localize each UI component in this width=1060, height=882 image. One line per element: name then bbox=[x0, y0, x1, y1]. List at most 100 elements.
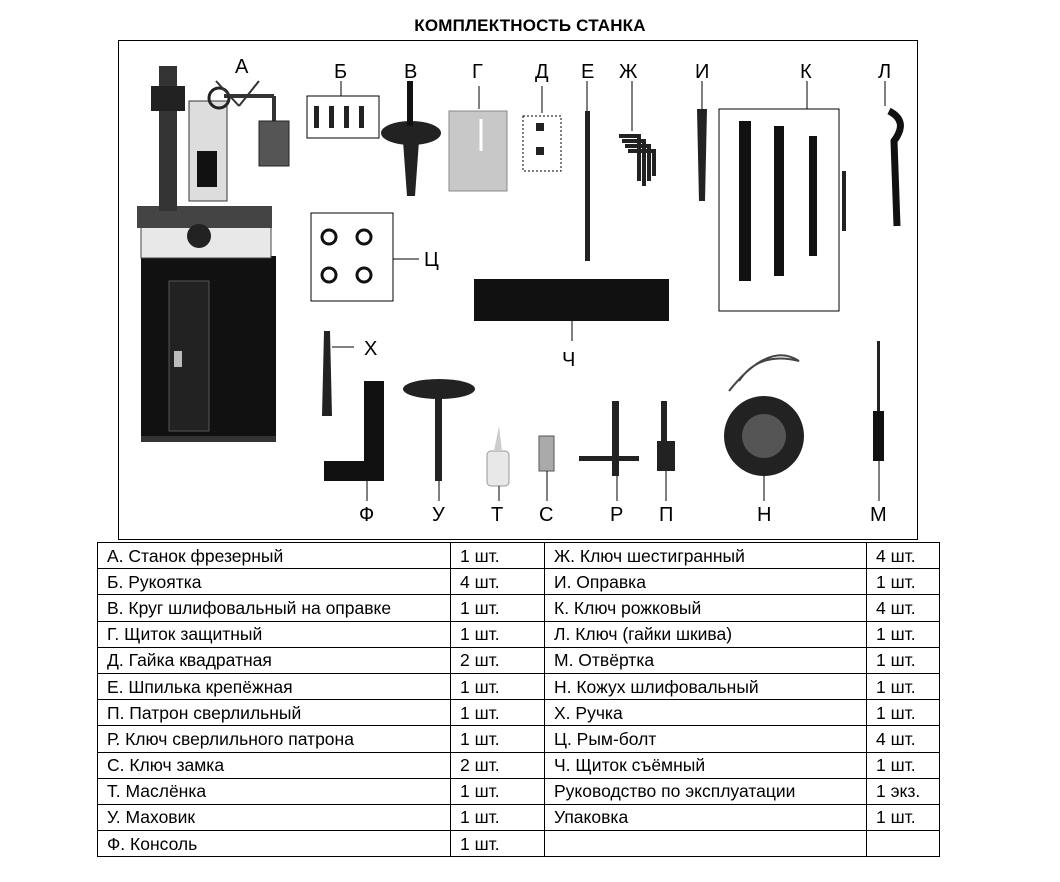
left-item-qty: 1 шт. bbox=[450, 594, 545, 622]
milling-machine-drawing bbox=[137, 66, 290, 442]
figure-label-ts: Ц bbox=[424, 249, 439, 271]
right-item-qty: 4 шт. bbox=[866, 725, 940, 753]
grinding-housing-drawing bbox=[724, 354, 804, 501]
handles-drawing bbox=[306, 81, 380, 139]
left-item-qty: 1 шт. bbox=[450, 672, 545, 701]
right-item-qty bbox=[866, 830, 940, 858]
figure-label-t: Т bbox=[491, 504, 503, 526]
parts-drawing: А Б В Г Д Е Ж И К Л Ц Х Ч Ф У Т С Р П Н … bbox=[137, 56, 904, 526]
left-item-name: В. Круг шлифовальный на оправке bbox=[97, 594, 451, 622]
left-item-qty: 1 шт. bbox=[450, 541, 545, 570]
right-item-qty: 1 шт. bbox=[866, 699, 940, 727]
left-item-name: Д. Гайка квадратная bbox=[97, 646, 451, 674]
open-end-wrenches-drawing bbox=[718, 81, 846, 312]
left-item-name: Т. Маслёнка bbox=[97, 777, 451, 805]
right-item-name: Л. Ключ (гайки шкива) bbox=[544, 620, 867, 648]
grinding-wheel-drawing bbox=[381, 81, 441, 196]
oil-can-drawing bbox=[486, 426, 510, 501]
screwdriver-drawing bbox=[873, 341, 884, 501]
right-item-name: Руководство по эксплуатации bbox=[544, 777, 867, 805]
right-item-qty: 1 шт. bbox=[866, 803, 940, 832]
figure-label-r: Р bbox=[610, 504, 623, 526]
handle-x-drawing bbox=[322, 331, 354, 416]
right-item-name: Н. Кожух шлифовальный bbox=[544, 672, 867, 701]
left-item-name: П. Патрон сверлильный bbox=[97, 699, 451, 727]
figure-label-v: В bbox=[404, 61, 417, 83]
right-item-name bbox=[544, 830, 867, 858]
left-item-qty: 1 шт. bbox=[450, 803, 545, 832]
right-item-qty: 1 шт. bbox=[866, 568, 940, 596]
hex-keys-drawing bbox=[619, 81, 656, 186]
right-item-qty: 1 шт. bbox=[866, 751, 940, 779]
drill-chuck-drawing bbox=[657, 401, 675, 501]
left-item-name: Б. Рукоятка bbox=[97, 568, 451, 596]
shield-drawing bbox=[448, 86, 508, 192]
left-item-qty: 2 шт. bbox=[450, 646, 545, 674]
parts-illustration: А Б В Г Д Е Ж И К Л Ц Х Ч Ф У Т С Р П Н … bbox=[118, 40, 918, 540]
left-item-name: У. Маховик bbox=[97, 803, 451, 832]
chuck-key-drawing bbox=[579, 401, 639, 501]
right-item-qty: 4 шт. bbox=[866, 541, 940, 570]
right-item-qty: 1 шт. bbox=[866, 646, 940, 674]
square-nuts-drawing bbox=[522, 86, 562, 172]
figure-label-e: Е bbox=[581, 61, 594, 83]
figure-label-f: Ф bbox=[359, 504, 374, 526]
right-item-name: И. Оправка bbox=[544, 568, 867, 596]
left-item-qty: 1 шт. bbox=[450, 620, 545, 648]
removable-shield-drawing bbox=[474, 279, 669, 341]
figure-label-s: С bbox=[539, 504, 553, 526]
figure-label-l: Л bbox=[878, 61, 891, 83]
figure-label-zh: Ж bbox=[619, 61, 638, 83]
figure-label-n: Н bbox=[757, 504, 771, 526]
left-item-name: А. Станок фрезерный bbox=[97, 541, 451, 570]
pulley-nut-wrench-drawing bbox=[884, 81, 904, 227]
figure-label-u: У bbox=[432, 504, 445, 526]
right-item-qty: 1 шт. bbox=[866, 672, 940, 701]
left-item-name: Е. Шпилька крепёжная bbox=[97, 672, 451, 701]
left-item-name: С. Ключ замка bbox=[97, 751, 451, 779]
right-item-name: Упаковка bbox=[544, 803, 867, 832]
right-item-name: М. Отвёртка bbox=[544, 646, 867, 674]
left-item-qty: 4 шт. bbox=[450, 568, 545, 596]
right-item-name: Ц. Рым-болт bbox=[544, 725, 867, 753]
console-drawing bbox=[324, 381, 384, 501]
figure-label-kh: Х bbox=[364, 338, 377, 360]
left-item-qty: 1 шт. bbox=[450, 699, 545, 727]
stud-drawing bbox=[585, 81, 590, 261]
figure-label-ch: Ч bbox=[562, 349, 575, 371]
right-item-qty: 1 экз. bbox=[866, 777, 940, 805]
left-item-name: Р. Ключ сверлильного патрона bbox=[97, 725, 451, 753]
right-item-qty: 4 шт. bbox=[866, 594, 940, 622]
figure-label-p: П bbox=[659, 504, 673, 526]
right-item-name: Ч. Щиток съёмный bbox=[544, 751, 867, 779]
figure-label-g: Г bbox=[472, 61, 483, 83]
figure-label-d: Д bbox=[535, 61, 549, 83]
handwheel-drawing bbox=[403, 379, 475, 501]
left-item-qty: 2 шт. bbox=[450, 751, 545, 779]
right-item-name: К. Ключ рожковый bbox=[544, 594, 867, 622]
figure-label-k: К bbox=[800, 61, 812, 83]
page-title: КОМПЛЕКТНОСТЬ СТАНКА bbox=[414, 16, 646, 35]
figure-label-i: И bbox=[695, 61, 709, 83]
left-item-qty: 1 шт. bbox=[450, 830, 545, 858]
left-item-qty: 1 шт. bbox=[450, 725, 545, 753]
figure-label-a: А bbox=[235, 56, 249, 78]
figure-label-m: М bbox=[870, 504, 887, 526]
arbor-drawing bbox=[697, 81, 707, 201]
eye-bolts-drawing bbox=[310, 212, 419, 302]
right-item-name: Х. Ручка bbox=[544, 699, 867, 727]
left-item-qty: 1 шт. bbox=[450, 777, 545, 805]
right-item-qty: 1 шт. bbox=[866, 620, 940, 648]
figure-label-b: Б bbox=[334, 61, 347, 83]
right-item-name: Ж. Ключ шестигранный bbox=[544, 541, 867, 570]
